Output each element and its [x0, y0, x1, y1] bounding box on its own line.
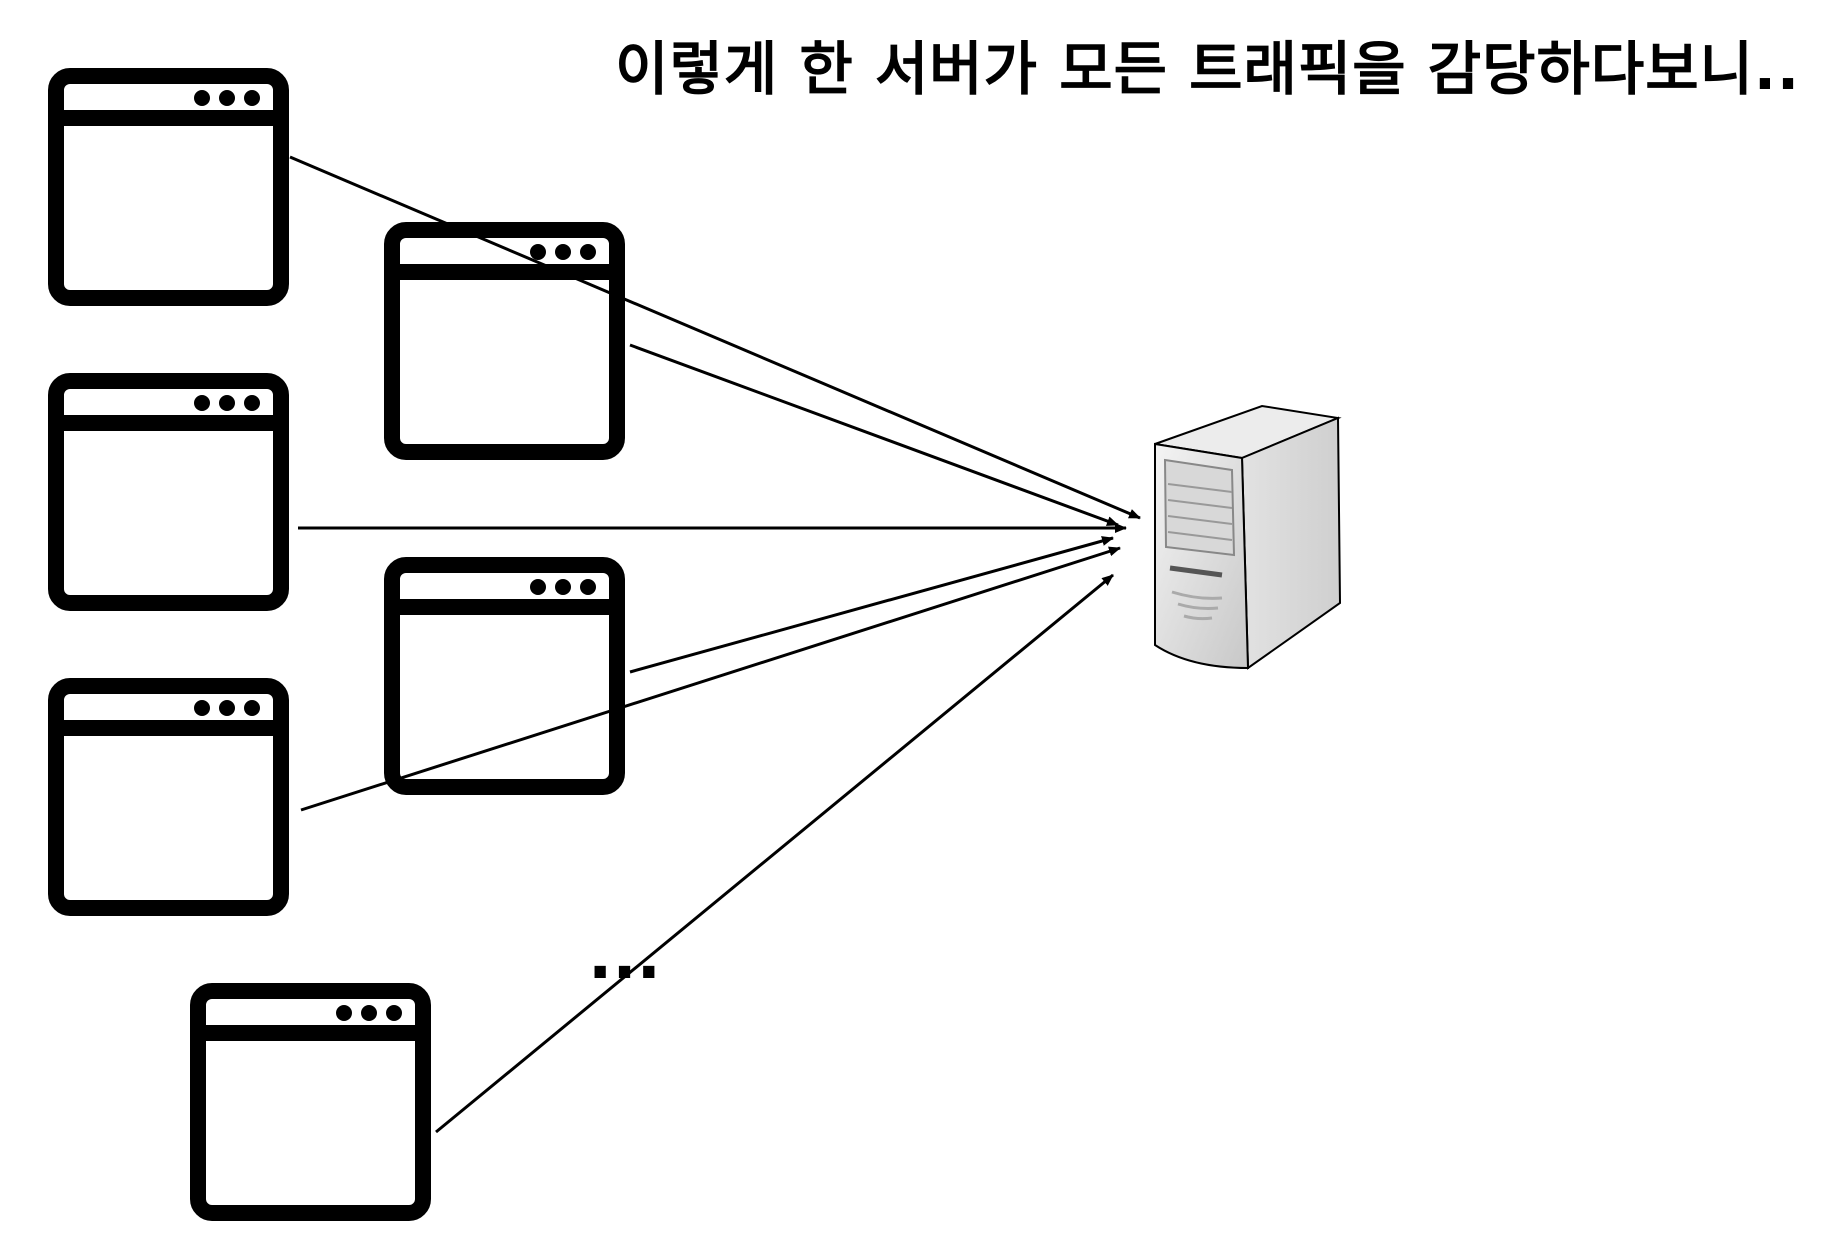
connection-arrow: [629, 536, 1114, 674]
connection-arrow: [629, 343, 1119, 527]
connection-arrow: [300, 546, 1121, 812]
connection-arrow: [289, 155, 1141, 520]
browser-window-icon: [48, 373, 289, 611]
more-clients-ellipsis: ...: [588, 920, 661, 994]
browser-window-icon: [48, 68, 289, 306]
browser-window-icon: [384, 557, 625, 795]
browser-window-icon: [48, 678, 289, 916]
connection-arrows: [289, 155, 1141, 1134]
server-tower-icon: [1154, 404, 1342, 670]
browser-window-icon: [384, 222, 625, 460]
browser-window-icon: [190, 983, 431, 1221]
diagram-title: 이렇게 한 서버가 모든 트래픽을 감당하다보니..: [615, 35, 1800, 103]
connection-arrow: [435, 573, 1114, 1134]
